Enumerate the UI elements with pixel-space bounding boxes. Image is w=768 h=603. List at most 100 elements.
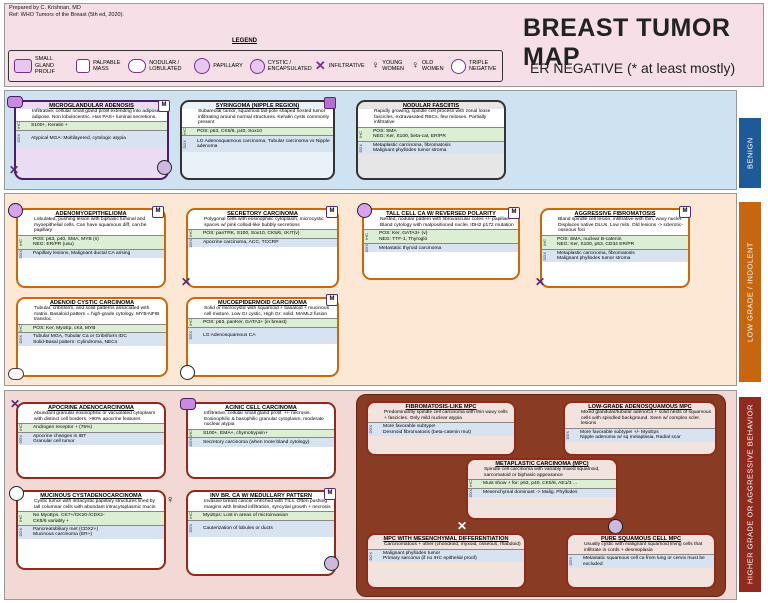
- cystic-icon: [249, 58, 265, 74]
- card-metaplastic-carcinoma[interactable]: METAPLASTIC CARCINOMA (MPC) Spindle cell…: [466, 458, 618, 520]
- card-title: FIBROMATOSIS-LIKE MPC: [405, 404, 477, 410]
- card-title: TALL CELL CA W/ REVERSED POLARITY: [386, 211, 496, 217]
- infiltrative-icon: ✕: [314, 57, 326, 73]
- papillary-icon: [194, 58, 211, 74]
- legend-item: ♀OLD WOMEN: [411, 59, 444, 73]
- palpable-mass-icon: M: [152, 206, 164, 218]
- card-description: Rapidly growing, spindle cell process wi…: [358, 109, 504, 127]
- low-grade-band-label: LOW GRADE / INDOLENT: [739, 202, 761, 382]
- card-adenoid-cystic-carcinoma[interactable]: ADENOID CYSTIC CARCINOMA Tubular, cribri…: [16, 297, 168, 377]
- card-title: METAPLASTIC CARCINOMA (MPC): [495, 461, 589, 467]
- card-microglandular-adenosis[interactable]: MICROGLANDULAR ADENOSIS Infiltrative, ce…: [14, 100, 169, 180]
- card-description: Polygonal cells with eosinophilic cytopl…: [204, 217, 324, 228]
- infiltrative-icon: ✕: [456, 519, 468, 533]
- legend-item: ♀YOUNG WOMEN: [371, 59, 404, 73]
- card-title: LOW-GRADE ADENOSQUAMOUS MPC: [588, 404, 692, 410]
- card-acinic-cell-carcinoma[interactable]: ACINIC CELL CARCINOMA Infiltrative, cell…: [186, 402, 336, 479]
- card-syringoma[interactable]: SYRINGOMA (NIPPLE REGION) Subareolar tum…: [180, 100, 335, 180]
- old-women-icon: ♀: [166, 494, 175, 506]
- credit-line-1: Prepared by C. Krishnan, MD: [9, 5, 81, 11]
- card-description: Mixed glandular/tubular adenoCa + solid …: [581, 410, 712, 427]
- card-description: Spindle cell carcinoma with variably mix…: [484, 467, 600, 478]
- card-description: Subareolar tumor, squamoid tail-pole sha…: [182, 109, 333, 127]
- card-adenomyoepithelioma[interactable]: ADENOMYOEPITHELIOMA Lobulated, pushing l…: [16, 208, 166, 288]
- high-grade-band-label: HIGHER GRADE OR AGGRESSIVE BEHAVIOR: [739, 397, 761, 592]
- card-tall-cell-carcinoma[interactable]: TALL CELL CA W/ REVERSED POLARITY Nested…: [362, 208, 520, 280]
- card-medullary-pattern[interactable]: INV BR. CA W/ MEDULLARY PATTERN Invasive…: [186, 490, 336, 576]
- card-mucoepidermoid-carcinoma[interactable]: MUCOEPIDERMOID CARCINOMA Solid or microc…: [186, 297, 339, 377]
- legend-title: LEGEND: [232, 38, 258, 44]
- small-gland-icon: [7, 96, 23, 108]
- palpable-mass-icon: M: [158, 100, 170, 112]
- cystic-icon: [180, 365, 195, 380]
- card-low-grade-adenosquamous-mpc[interactable]: LOW-GRADE ADENOSQUAMOUS MPC Mixed glandu…: [563, 401, 717, 456]
- page-subtitle: ER NEGATIVE (* at least mostly): [530, 60, 736, 76]
- triple-negative-icon: [450, 58, 466, 74]
- card-description: Usually cystic with malignant squamoid l…: [584, 542, 703, 553]
- palpable-mass-icon: M: [679, 206, 691, 218]
- infiltrative-icon: ✕: [534, 275, 546, 289]
- card-description: Cystic tumor with intracystic papillary …: [34, 499, 156, 510]
- legend-item: SMALL GLAND PROLIF: [14, 56, 69, 76]
- palpable-mass-icon: [324, 97, 336, 109]
- card-mucinous-cystadenocarcinoma[interactable]: MUCINOUS CYSTADENOCARCINOMA Cystic tumor…: [16, 490, 166, 570]
- benign-band-label: BENIGN: [739, 118, 761, 188]
- card-title: ADENOID CYSTIC CARCINOMA: [49, 300, 135, 306]
- card-title: MUCOEPIDERMOID CARCINOMA: [218, 300, 307, 306]
- card-description: Infiltrative, cellular small gland proli…: [204, 411, 324, 428]
- card-title: NODULAR FASCIITIS: [402, 103, 460, 109]
- credit-line-2: Ref: WHO Tumors of the Breast (5th ed, 2…: [9, 12, 124, 18]
- card-nodular-fasciitis[interactable]: NODULAR FASCIITIS Rapidly growing, spind…: [356, 100, 506, 180]
- nodular-icon: [128, 59, 147, 73]
- infiltrative-icon: ✕: [180, 275, 192, 289]
- triple-negative-icon: [157, 160, 172, 175]
- card-aggressive-fibromatosis[interactable]: AGGRESSIVE FIBROMATOSIS Bland spindle ce…: [540, 208, 690, 288]
- card-description: Tubular, cribriform, and solid patterns …: [34, 306, 160, 323]
- card-title: SECRETORY CARCINOMA: [227, 211, 298, 217]
- card-title: MUCINOUS CYSTADENOCARCINOMA: [40, 493, 142, 499]
- old-women-icon: ♀: [411, 59, 419, 71]
- card-mesenchymal-mpc[interactable]: MPC WITH MESENCHYMAL DIFFERENTIATION Car…: [366, 533, 526, 589]
- young-women-icon: ♀: [371, 59, 380, 71]
- triple-negative-icon: [608, 519, 623, 534]
- card-secretory-carcinoma[interactable]: SECRETORY CARCINOMA Polygonal cells with…: [186, 208, 339, 288]
- card-title: MICROGLANDULAR ADENOSIS: [49, 103, 134, 109]
- card-fibromatosis-like-mpc[interactable]: FIBROMATOSIS-LIKE MPC Predominantly spin…: [366, 401, 516, 456]
- card-pure-squamous-mpc[interactable]: PURE SQUAMOUS CELL MPC Usually cystic wi…: [566, 533, 716, 589]
- legend-item: NODULAR / LOBULATED: [128, 59, 187, 73]
- card-description: Carcinomatous + other (chondroid, myxoid…: [384, 542, 521, 547]
- card-title: INV BR. CA W/ MEDULLARY PATTERN: [210, 493, 312, 499]
- card-description: Infiltrative, cellular small gland proli…: [16, 109, 167, 122]
- small-gland-icon: [180, 398, 196, 410]
- palpable-mass-icon: M: [508, 207, 520, 219]
- card-description: Nested, nodular pattern with fibrovascul…: [380, 217, 514, 228]
- card-description: Bland spindle cell lesion, infiltrative …: [558, 217, 683, 234]
- card-apocrine-adenocarcinoma[interactable]: APOCRINE ADENOCARCINOMA Abundant granula…: [16, 402, 166, 479]
- legend-item: TRIPLE NEGATIVE: [450, 58, 497, 74]
- page-title: BREAST TUMOR MAP: [523, 14, 731, 71]
